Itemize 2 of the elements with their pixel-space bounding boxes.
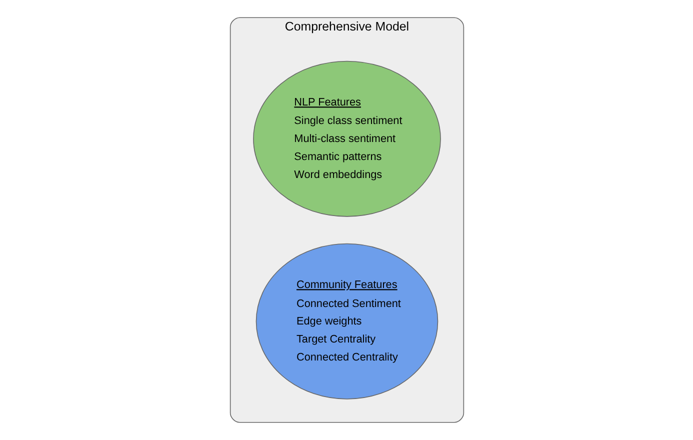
node-ellipse: NLP Features Single class sentiment Multi-class sentiment Semantic patterns Word embeddings [252,60,440,217]
node-ellipse: Community Features Connected Sentiment Edge weights Target Centrality Connected Centrality [255,243,438,400]
